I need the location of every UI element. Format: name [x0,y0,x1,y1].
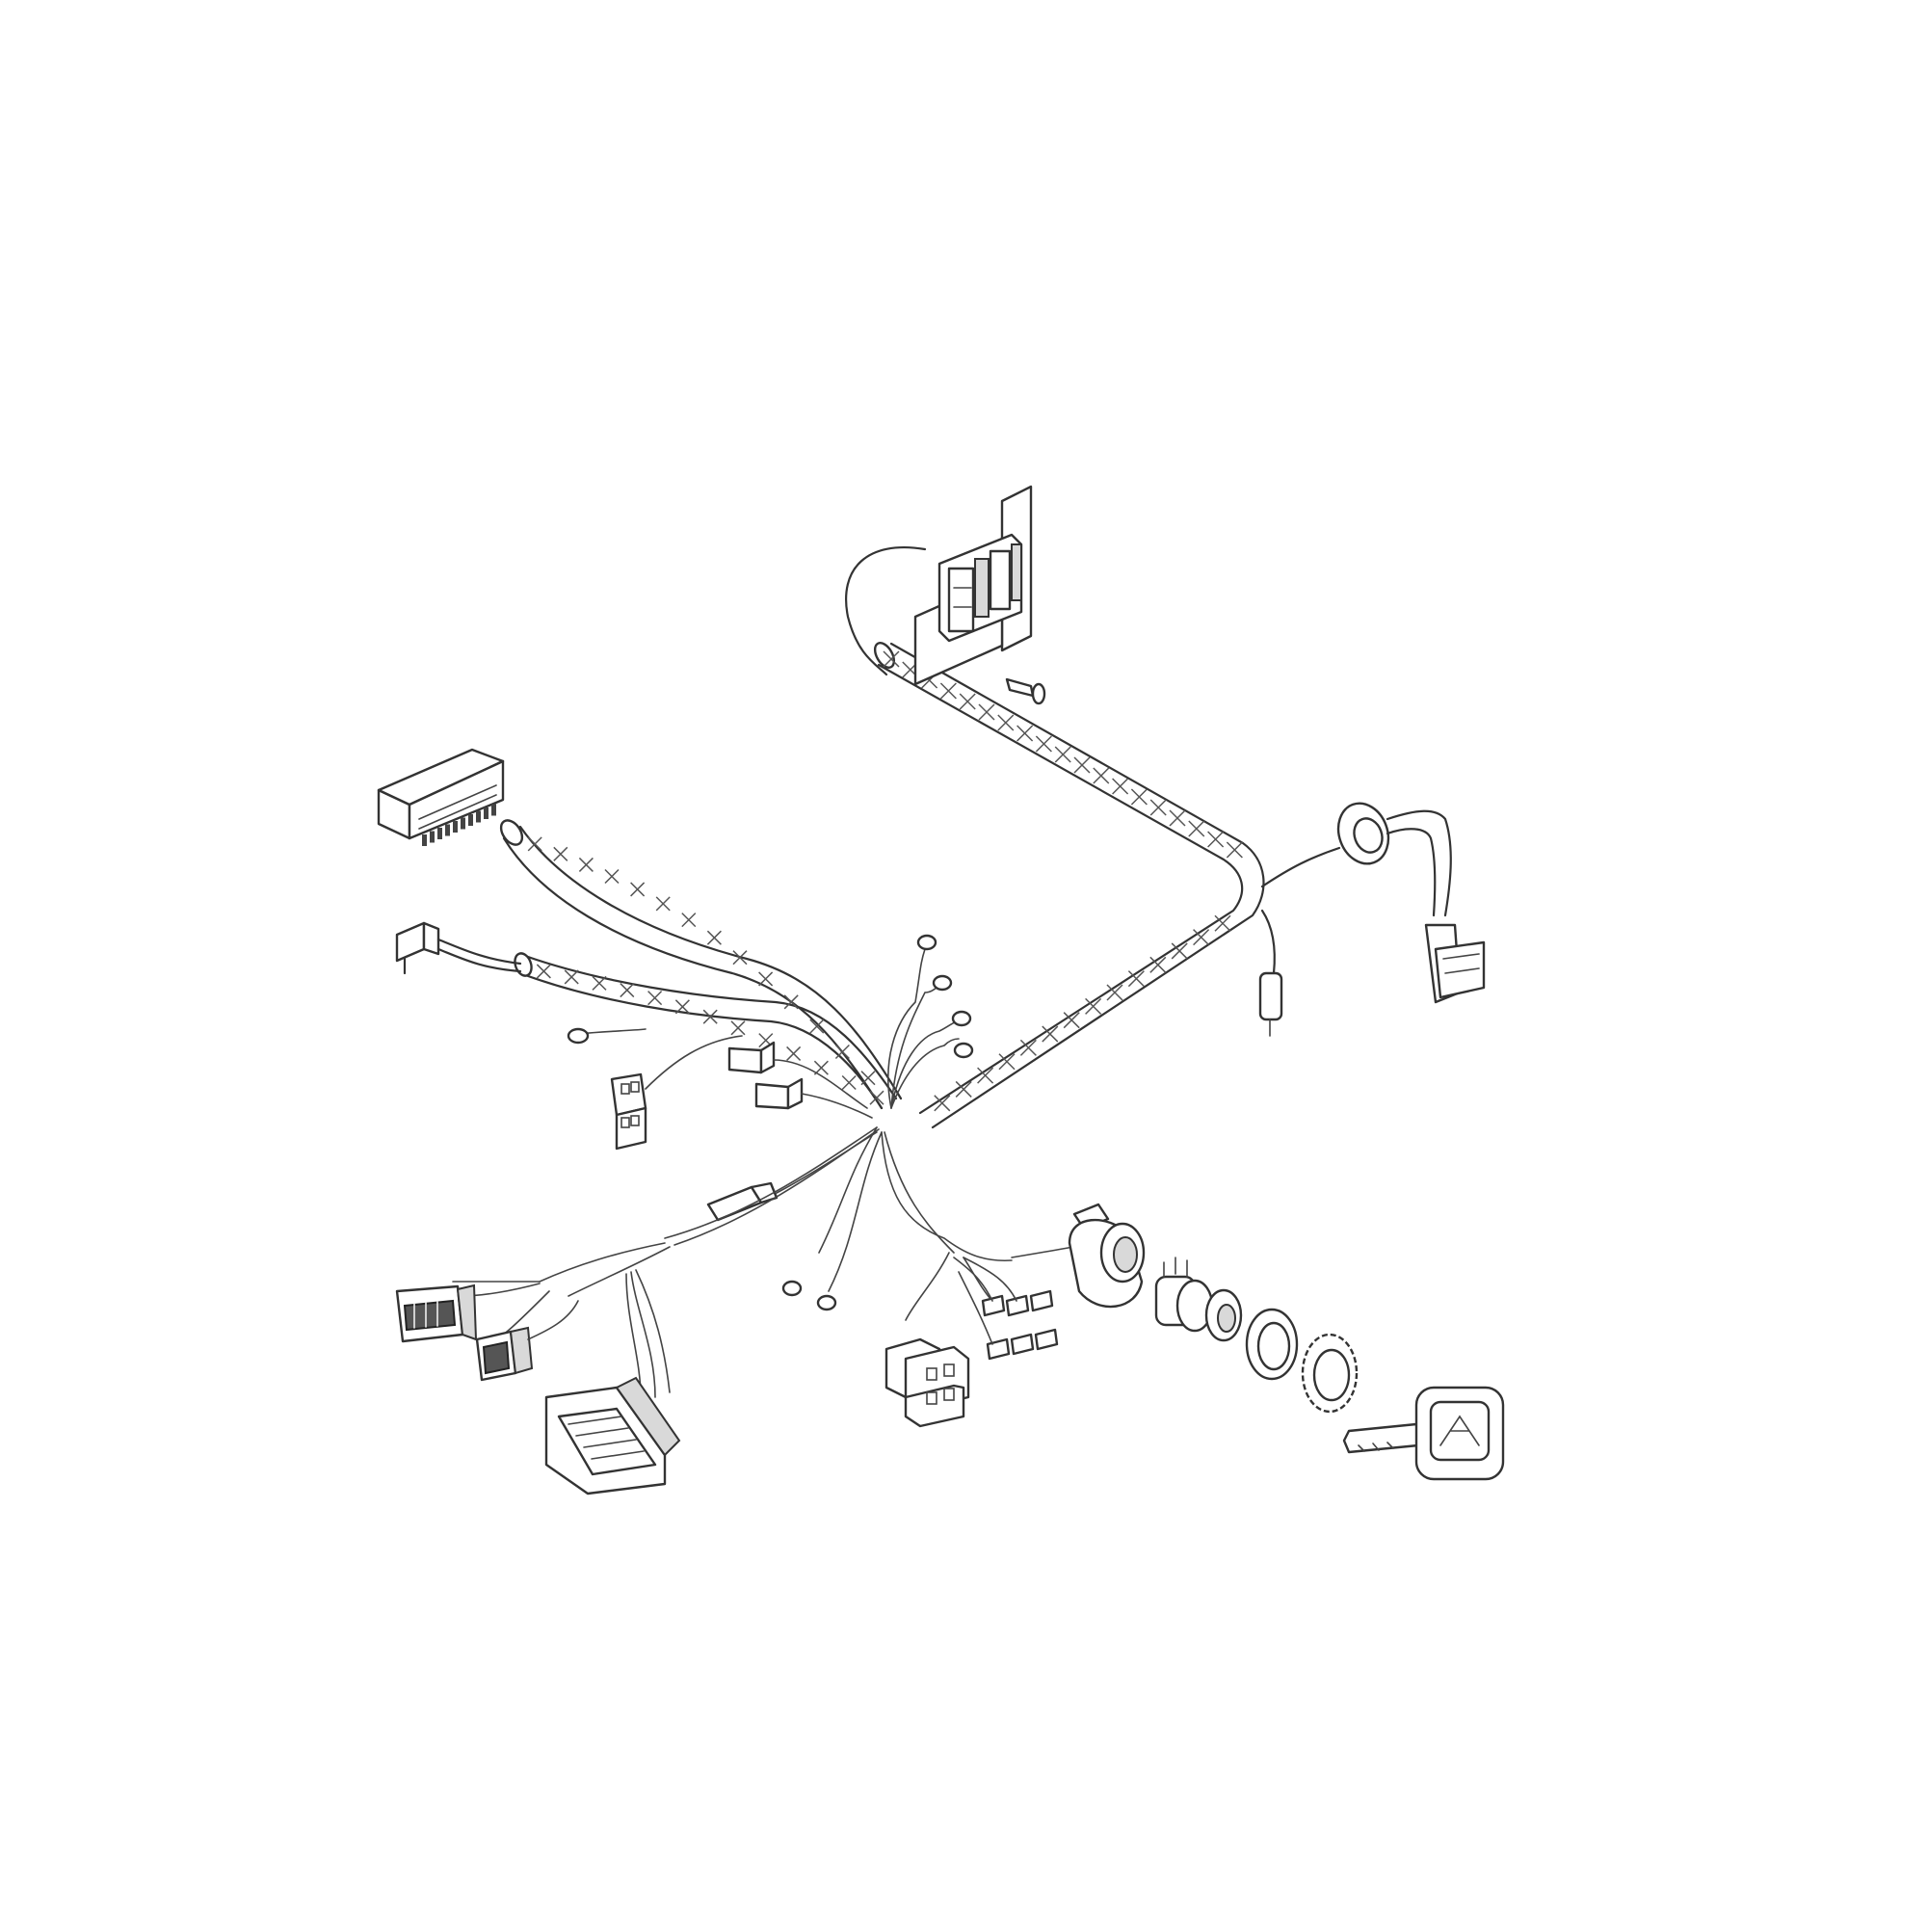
connector-pin [453,821,458,833]
medium-connector-left[interactable] [475,1300,579,1382]
lock-nut[interactable] [1301,1333,1359,1414]
harness-wrap-mark [730,1020,746,1036]
connector-pin [437,828,442,839]
harness-wrap-mark [553,846,568,861]
harness-wrap-mark [1106,984,1123,1001]
bullet-connector[interactable] [706,1131,878,1222]
harness-wrap-mark [1042,1025,1059,1043]
connector-pin [430,831,435,843]
harness-wrap-mark [1063,1012,1080,1029]
harness-wrap-mark [939,682,957,700]
harness-wrap-mark [732,950,748,966]
harness-wrap-mark [706,930,722,945]
harness-wrap-mark [786,1045,802,1061]
harness-wrap-mark [1149,956,1167,973]
harness-wrap-mark [977,1067,994,1084]
main-harness-loom [499,546,1265,1129]
connector-pin [468,814,473,826]
harness-wrap-mark [1149,799,1167,816]
large-ecu-connector[interactable] [544,1376,681,1495]
harness-wrap-mark [841,1074,857,1091]
harness-wrap-mark [860,1071,876,1086]
harness-wrap-mark [934,1095,951,1112]
harness-wrap-mark [1130,788,1148,806]
large-connector-left[interactable] [395,1284,478,1343]
blade-connectors[interactable] [727,1041,873,1119]
harness-wrap-mark [1188,820,1205,837]
harness-wrap-mark [997,714,1015,731]
ignition-switch-housing[interactable] [1068,1203,1146,1309]
harness-wrap-mark [834,1044,850,1060]
harness-wrap-mark [998,1053,1016,1071]
fuse-relay-block[interactable] [913,485,1033,686]
bolt[interactable] [1005,677,1046,705]
relay-socket[interactable] [884,1257,1059,1428]
harness-wrap-mark [883,650,900,668]
harness-wrap-mark [702,1009,718,1024]
harness-wrap-mark [1019,1039,1037,1056]
inline-connector-small[interactable] [395,921,522,975]
harness-wrap-mark [1169,809,1186,827]
grommet-and-sensor-cable[interactable] [1260,796,1452,917]
harness-wrap-mark [630,882,646,897]
harness-wrap-mark [592,975,607,991]
harness-wrap-mark [1016,725,1034,742]
harness-wrap-mark [1073,756,1091,774]
multi-pin-block-connector[interactable] [377,748,505,846]
square-4-pin-connector[interactable] [610,1035,743,1151]
harness-wrap-mark [1207,831,1225,848]
harness-wrap-mark [564,969,579,985]
harness-wrap-mark [783,994,799,1010]
harness-wrap-mark [1085,997,1102,1015]
connector-pin [476,810,481,823]
ring-terminals[interactable] [567,934,974,1311]
harness-wrap-mark [674,999,690,1015]
connector-pin [445,824,450,836]
harness-wrap-mark [1112,778,1129,795]
harness-wrap-mark [681,913,697,928]
harness-wrap-mark [655,896,671,912]
harness-wrap-mark [578,857,594,872]
ignition-key[interactable] [1342,1386,1505,1481]
harness-wrap-mark [959,693,976,710]
harness-wrap-mark [1171,942,1188,960]
harness-wrap-mark [527,836,542,852]
harness-wrap-mark [809,1019,825,1034]
harness-wrap-mark [1035,735,1052,753]
connector-pin [461,817,465,830]
harness-wrap-mark [1214,914,1231,932]
connector-pin [491,804,496,816]
harness-wrap-mark [1226,841,1243,859]
harness-wrap-mark [869,1090,884,1105]
harness-wrap-mark [620,983,635,998]
harness-wrap-mark [1127,970,1145,988]
inline-fuse-holder[interactable] [1258,909,1283,1037]
harness-wrap-mark [978,703,995,721]
harness-wrap-mark [758,971,774,987]
harness-wrap-mark [604,868,620,885]
harness-wrap-mark [536,964,551,979]
harness-wrap-mark [1054,746,1071,763]
washer[interactable] [1245,1308,1299,1381]
connector-pin [484,807,488,819]
harness-wrap-mark [1193,929,1210,946]
ignition-switch-body[interactable] [1154,1257,1243,1342]
connector-pin [422,834,427,846]
harness-wrap-mark [647,991,663,1006]
sensor-connector[interactable] [1424,923,1486,1004]
harness-wrap-mark [955,1080,972,1098]
harness-wrap-mark [1093,767,1110,784]
